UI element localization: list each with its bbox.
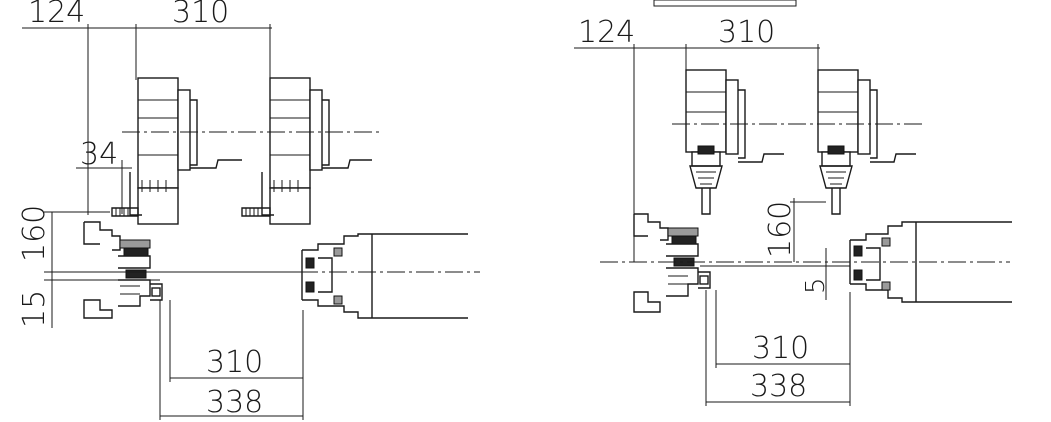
left-dim-bottom-338: 338 xyxy=(206,385,263,420)
left-dim-34: 34 xyxy=(80,137,118,172)
left-dim-top-310: 310 xyxy=(172,0,229,30)
right-dim-bottom-338: 338 xyxy=(750,369,807,404)
left-vertical-dimension xyxy=(44,211,305,328)
right-dim-5: 5 xyxy=(801,277,831,294)
right-headstock xyxy=(849,221,1012,303)
right-dim-top-310: 310 xyxy=(718,15,775,50)
right-dim-160: 160 xyxy=(763,201,798,258)
left-layout-panel: 124 310 xyxy=(17,0,480,420)
left-bottom-dimensions xyxy=(159,300,304,420)
right-bottom-dimensions xyxy=(705,290,851,406)
right-chuck-assembly xyxy=(633,213,711,313)
left-headstock xyxy=(300,233,480,319)
right-spindle-2 xyxy=(817,69,916,215)
left-chuck-assembly xyxy=(83,221,163,319)
right-spindle-1 xyxy=(685,69,784,215)
right-dim-124: 124 xyxy=(578,15,635,50)
left-offset-dimension xyxy=(76,160,132,214)
left-dim-bottom-310: 310 xyxy=(206,345,263,380)
left-dim-124: 124 xyxy=(28,0,85,30)
right-layout-panel: 124 310 xyxy=(574,0,1012,406)
left-spindle-2 xyxy=(241,77,372,225)
right-vertical-dimension xyxy=(790,198,827,300)
left-dim-160: 160 xyxy=(17,205,52,262)
left-spindle-1 xyxy=(111,77,242,225)
right-dim-bottom-310: 310 xyxy=(752,331,809,366)
left-top-dimension-line xyxy=(22,24,272,215)
right-top-frame xyxy=(653,0,797,7)
left-dim-15: 15 xyxy=(17,290,52,328)
